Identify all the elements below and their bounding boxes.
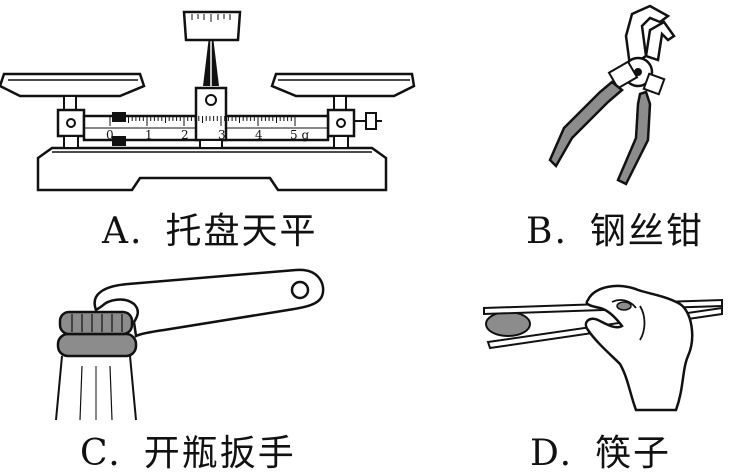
- option-d-panel: D. 筷子: [470, 260, 736, 474]
- option-b-name: 钢丝钳: [589, 211, 704, 252]
- option-d-caption: D. 筷子: [530, 424, 671, 476]
- option-a-name: 托盘天平: [165, 211, 318, 252]
- option-d-letter: D.: [530, 433, 574, 474]
- option-b-panel: B. 钢丝钳: [500, 0, 736, 260]
- option-a-letter: A.: [102, 211, 144, 252]
- scale-number-3: 3: [218, 128, 226, 142]
- scale-number-5: 5 g: [290, 128, 309, 142]
- option-c-letter: C.: [80, 433, 122, 474]
- bottle-opener-icon: [55, 268, 325, 421]
- option-c-caption: C. 开瓶扳手: [80, 424, 296, 476]
- pliers-icon: [548, 4, 676, 186]
- scale-number-4: 4: [255, 128, 263, 142]
- balance-scale-icon: 0 1 2 3 4 5 g: [0, 10, 416, 192]
- option-a-caption: A. 托盘天平: [102, 202, 317, 254]
- option-a-panel: 0 1 2 3 4 5 g A. 托盘天平: [0, 0, 420, 260]
- option-c-name: 开瓶扳手: [143, 433, 296, 474]
- option-b-caption: B. 钢丝钳: [526, 202, 704, 254]
- chopsticks-icon: [483, 284, 723, 412]
- scale-number-2: 2: [181, 128, 189, 142]
- scale-number-0: 0: [106, 128, 114, 142]
- option-d-name: 筷子: [595, 433, 672, 474]
- scale-number-1: 1: [145, 128, 153, 142]
- option-c-panel: C. 开瓶扳手: [0, 260, 420, 474]
- option-b-letter: B.: [526, 211, 568, 252]
